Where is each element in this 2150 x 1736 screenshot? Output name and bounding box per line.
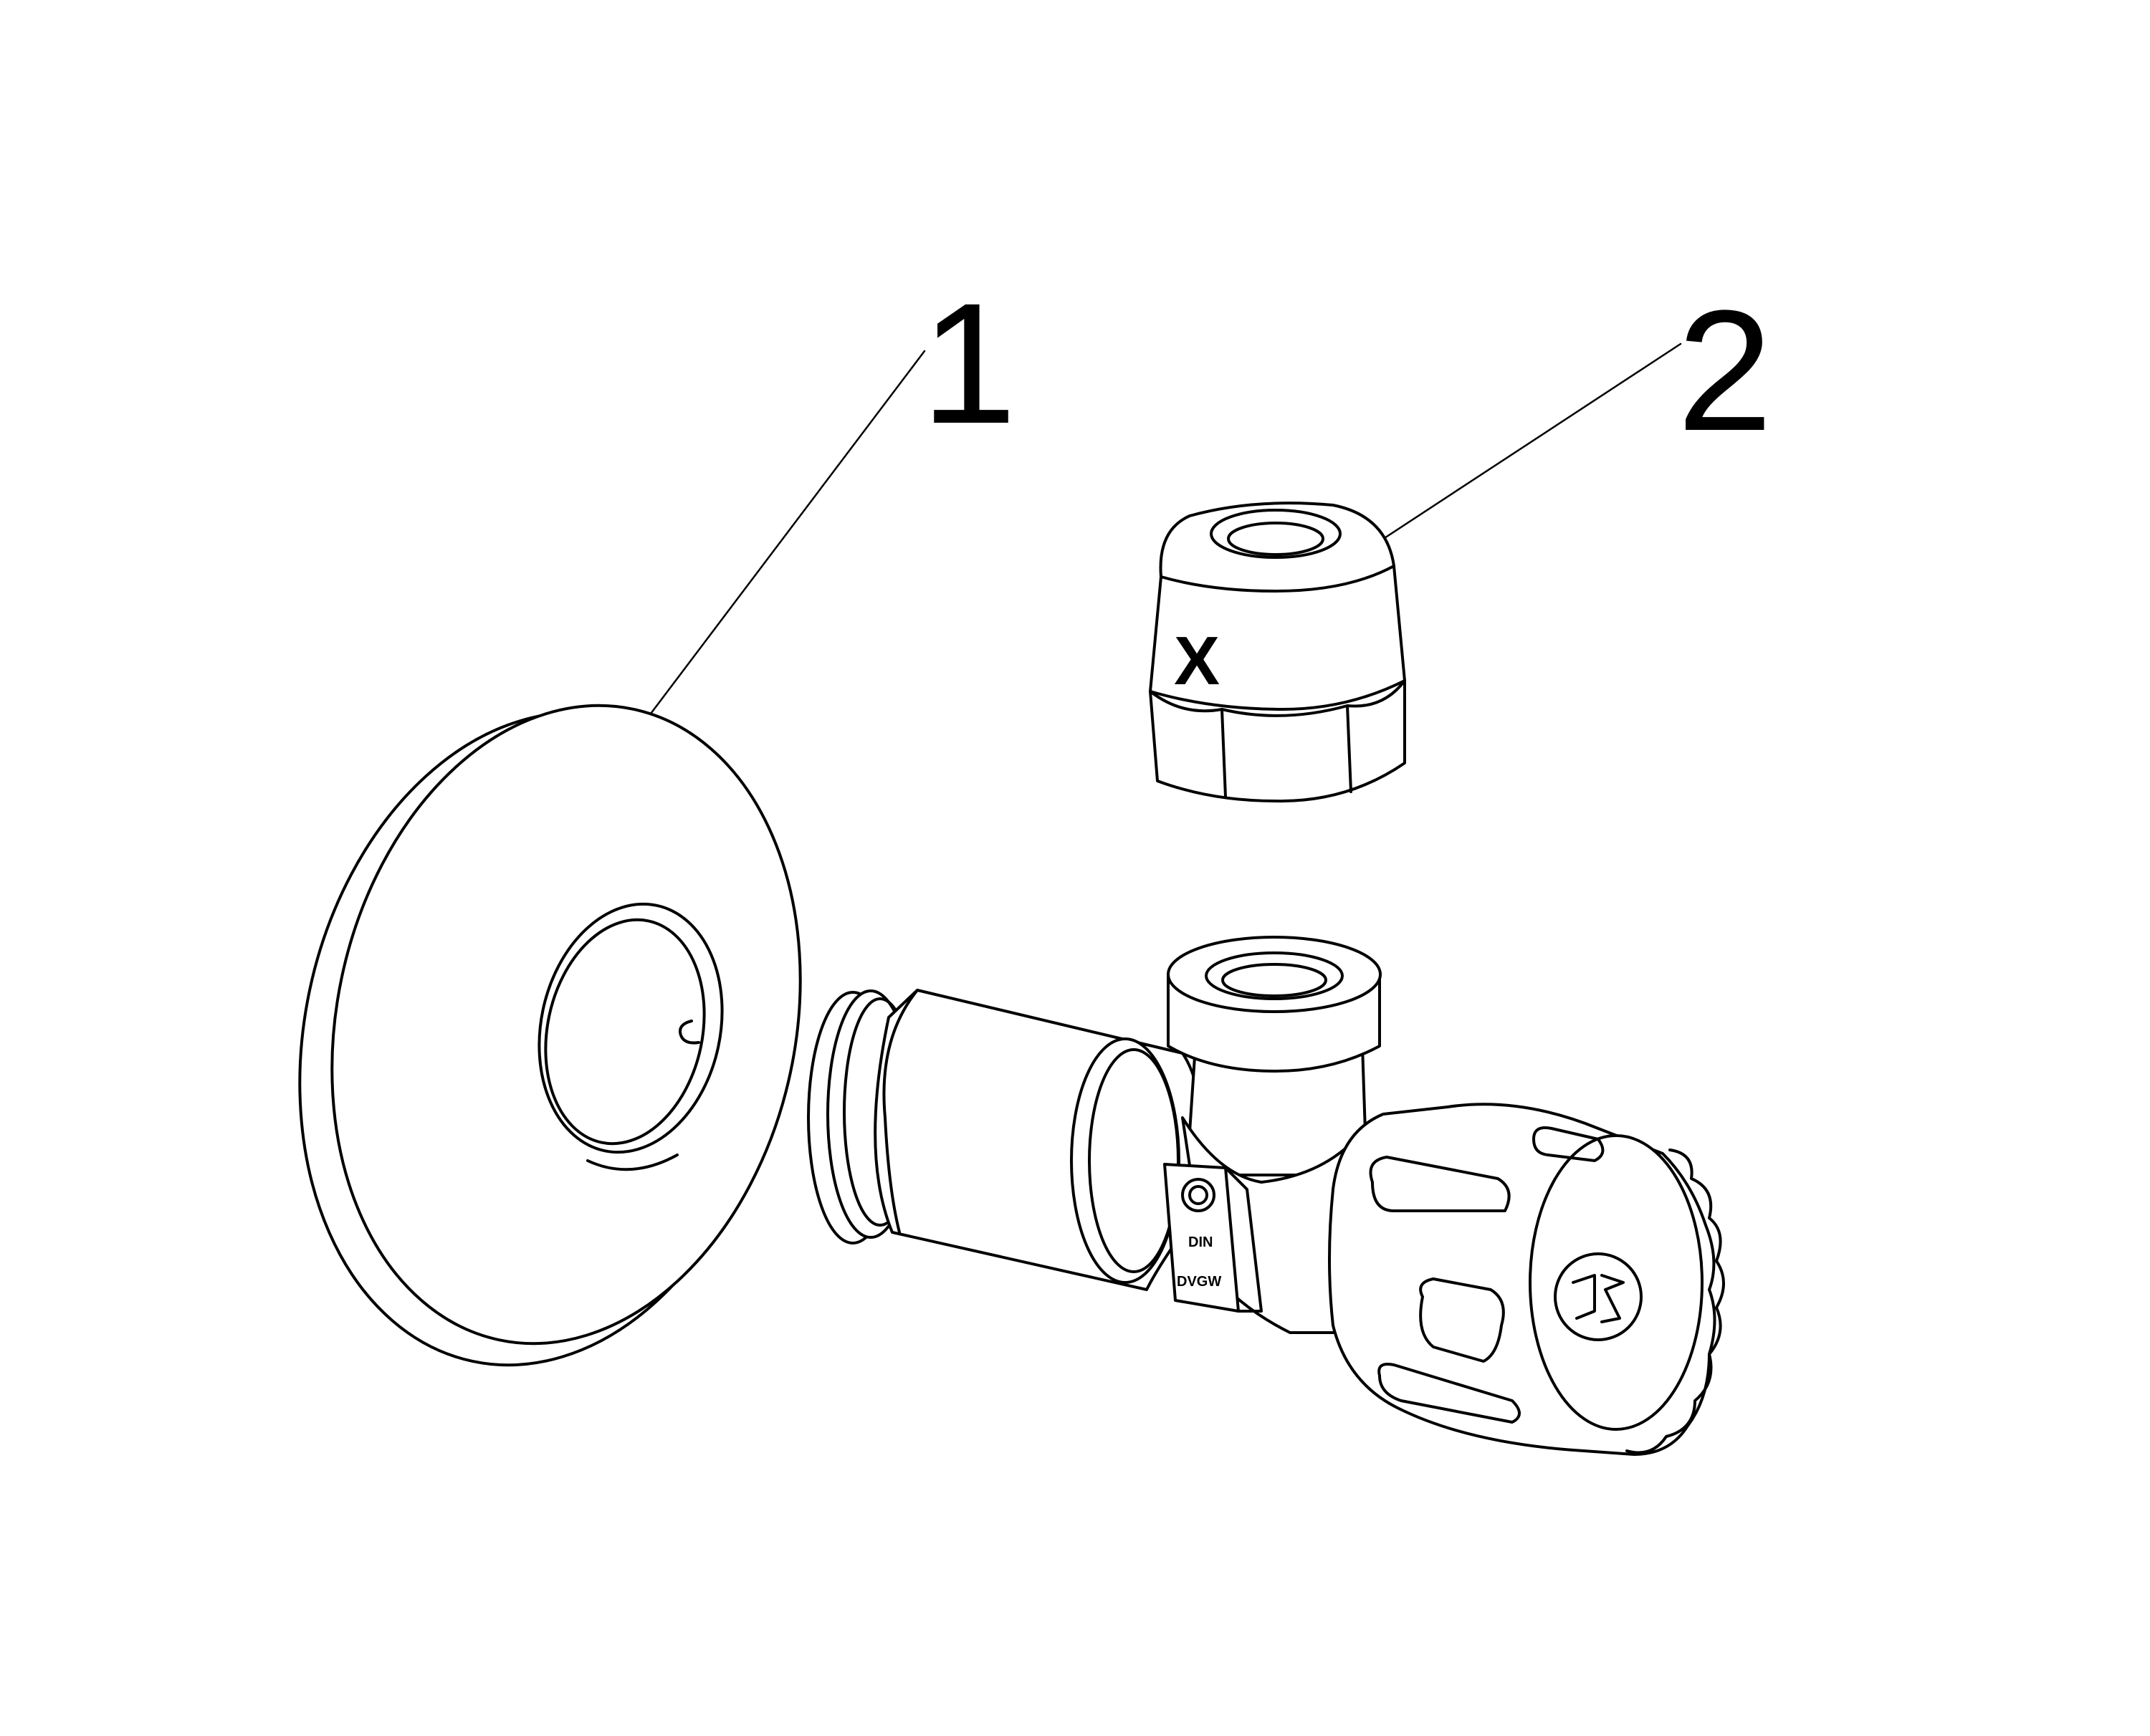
callout-2-leader [1346,342,1682,564]
nut-hex-edge-1 [1220,708,1227,798]
valve-outlet-bore-outer [1205,951,1344,1000]
nut-mark: X [1174,623,1220,699]
valve-plate-line1: DIN [1188,1234,1213,1250]
valve-grip-slot-2 [1532,1126,1605,1162]
nut-upper-body [1149,565,1406,711]
valve-handwheel-face [1529,1134,1704,1431]
rosette-notch [679,1020,700,1045]
callout-1-leader [647,350,926,718]
valve-plate-logo-inner [1188,1185,1208,1205]
callout-1-label: 1 [921,267,1016,459]
nut-hex-edge-2 [1346,704,1352,793]
compression-nut-part: X [1149,502,1406,803]
valve-handwheel-logo [1554,1252,1643,1341]
valve-plate-flap [1224,1166,1263,1313]
valve-grip-slot-4 [1377,1363,1521,1424]
valve-body-collar-inner [1088,1048,1180,1273]
nut-bore-inner [1227,522,1324,556]
valve-grip-slot-1 [1369,1156,1511,1212]
valve-grip-slot-3 [1419,1277,1505,1363]
angle-valve-part: DIN DVGW [807,936,1725,1456]
callout-2-label: 2 [1677,274,1772,466]
valve-outlet-bore-inner [1221,963,1327,997]
valve-logo-glyph [1572,1274,1625,1323]
valve-handwheel-knurl [1625,1148,1725,1454]
rosette-bottom-lip [586,1154,679,1171]
valve-logo-ring [1554,1252,1643,1341]
valve-outlet-top [1167,936,1382,1013]
callout-1: 1 [647,267,1016,718]
nut-hex-top-chamfer [1149,679,1406,717]
valve-plate-logo-outer [1181,1178,1215,1212]
nut-bore-outer [1210,509,1342,559]
rosette-front-face [330,704,802,1346]
valve-approval-plate: DIN DVGW [1163,1163,1263,1313]
nut-top-cone [1159,502,1395,593]
callout-2: 2 [1346,274,1772,564]
valve-inlet-pipe-seam [882,989,919,1234]
valve-plate-line2: DVGW [1177,1274,1221,1290]
rosette-part [298,704,802,1367]
rosette-hole-inner [544,918,706,1146]
rosette-hole-outer [538,902,724,1154]
